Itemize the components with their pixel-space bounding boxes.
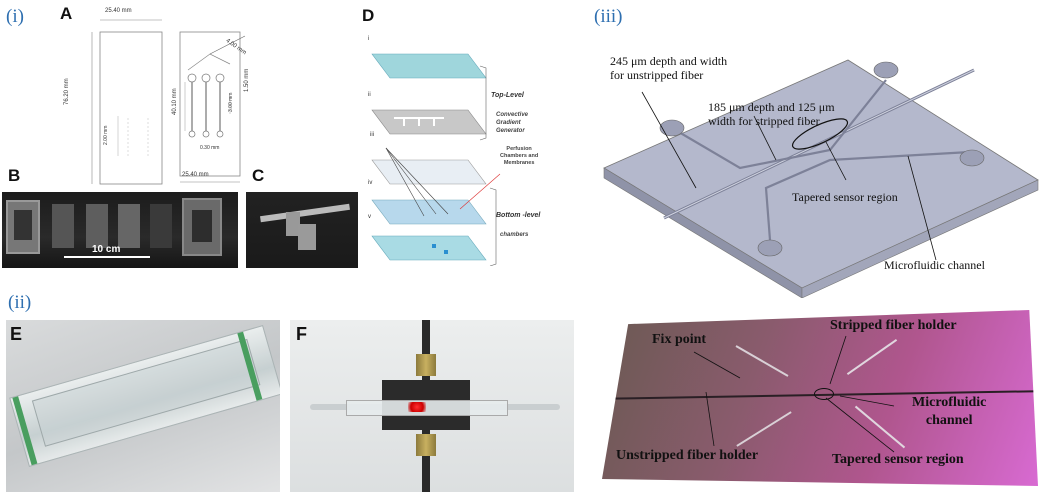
stripped-holder-label: Stripped fiber holder (830, 318, 957, 333)
slab-1 (6, 200, 40, 254)
generator-line-3: Generator (496, 128, 525, 134)
panel-e-photo: E (6, 320, 280, 492)
dim-small: 2.00 mm (103, 125, 109, 145)
dim-height: 76.20 mm (64, 78, 70, 105)
perfusion-line-3: Membranes (503, 160, 535, 166)
unstripped-line-2: for unstripped fiber (610, 68, 704, 82)
sample-slab (298, 224, 316, 250)
panel-a-drawing (91, 19, 246, 185)
microfluidic-photo-label: Microfluidic channel (912, 394, 986, 430)
layer-v: v (368, 214, 371, 220)
glass-chamber (31, 338, 261, 447)
panel-c-photo (246, 192, 358, 268)
panel-label-f: F (296, 324, 307, 344)
layer-i: i (368, 36, 370, 42)
slab-4 (118, 204, 140, 248)
glass-tube (346, 400, 508, 416)
caliper-bar (260, 203, 350, 223)
slab-3 (86, 204, 108, 248)
panel-d-diagram (371, 53, 501, 266)
micro-line-2: channel (925, 413, 973, 428)
scale-bar (64, 256, 150, 258)
dim-top: 25.40 mm (105, 8, 132, 14)
microfluidic-label: Microfluidic channel (884, 258, 985, 272)
dim-side: 1.50 mm (244, 68, 250, 92)
panel-label-c: C (252, 166, 265, 185)
unstripped-holder-label: Unstripped fiber holder (616, 448, 759, 463)
panel-label-b: B (8, 166, 21, 185)
layer-ii: ii (368, 92, 371, 98)
dim-small3: 3.00 mm (228, 92, 234, 112)
section-label-i: (i) (6, 6, 24, 27)
tapered-photo-label: Tapered sensor region (832, 452, 964, 467)
perfusion-line-1: Perfusion (506, 146, 532, 152)
chip-surface (602, 310, 1038, 486)
dim-small2: 0.30 mm (200, 145, 220, 151)
sensor-circle (814, 388, 834, 400)
section-label-iii: (iii) (594, 6, 623, 27)
micro-line-1: Microfluidic (912, 395, 987, 410)
chambers-label: chambers (500, 232, 529, 238)
section-label-ii: (ii) (8, 292, 32, 313)
layer-iv: iv (368, 180, 373, 186)
panel-label-e: E (10, 324, 23, 344)
stripped-line-1: 185 μm depth and 125 μm (708, 100, 835, 114)
stripped-line-2: width for stripped fiber (708, 114, 820, 128)
perfusion-line-2: Chambers and (500, 153, 539, 159)
unstripped-line-1: 245 μm depth and width (610, 54, 728, 68)
caliper-jaw (286, 212, 300, 236)
dim-bottom: 25.40 mm (182, 172, 209, 178)
unstripped-depth-label: 245 μm depth and width for unstripped fi… (610, 54, 727, 82)
panel-label-d: D (362, 6, 375, 25)
layer-iii: iii (370, 132, 374, 138)
generator-label: Convective Gradient Generator (496, 111, 528, 135)
slab-6 (182, 198, 222, 256)
connector-top (416, 354, 436, 376)
fix-point-label: Fix point (652, 332, 707, 347)
connector-bottom (416, 434, 436, 456)
glass-device (9, 325, 280, 467)
bottom-level-label: Bottom -level (496, 212, 541, 219)
generator-line-2: Gradient (496, 120, 521, 126)
perfusion-label: Perfusion Chambers and Membranes (500, 146, 538, 167)
slab-2 (52, 204, 74, 248)
laser-spot (408, 402, 426, 412)
tapered-label: Tapered sensor region (792, 190, 898, 204)
generator-line-1: Convective (496, 112, 529, 118)
panel-iii-model (603, 59, 1039, 298)
panel-f-photo: F (290, 320, 574, 492)
scale-bar-label: 10 cm (92, 244, 121, 255)
dim-channel: 40.10 mm (172, 88, 178, 115)
slab-5 (150, 204, 172, 248)
panel-b-photo: 10 cm (2, 192, 238, 268)
panel-iii-photo: Fix point Stripped fiber holder Microflu… (594, 306, 1042, 492)
photo-leaders (693, 335, 895, 453)
panel-label-a: A (60, 4, 73, 23)
top-level-label: Top-Level (491, 92, 524, 99)
stripped-depth-label: 185 μm depth and 125 μm width for stripp… (708, 100, 835, 128)
